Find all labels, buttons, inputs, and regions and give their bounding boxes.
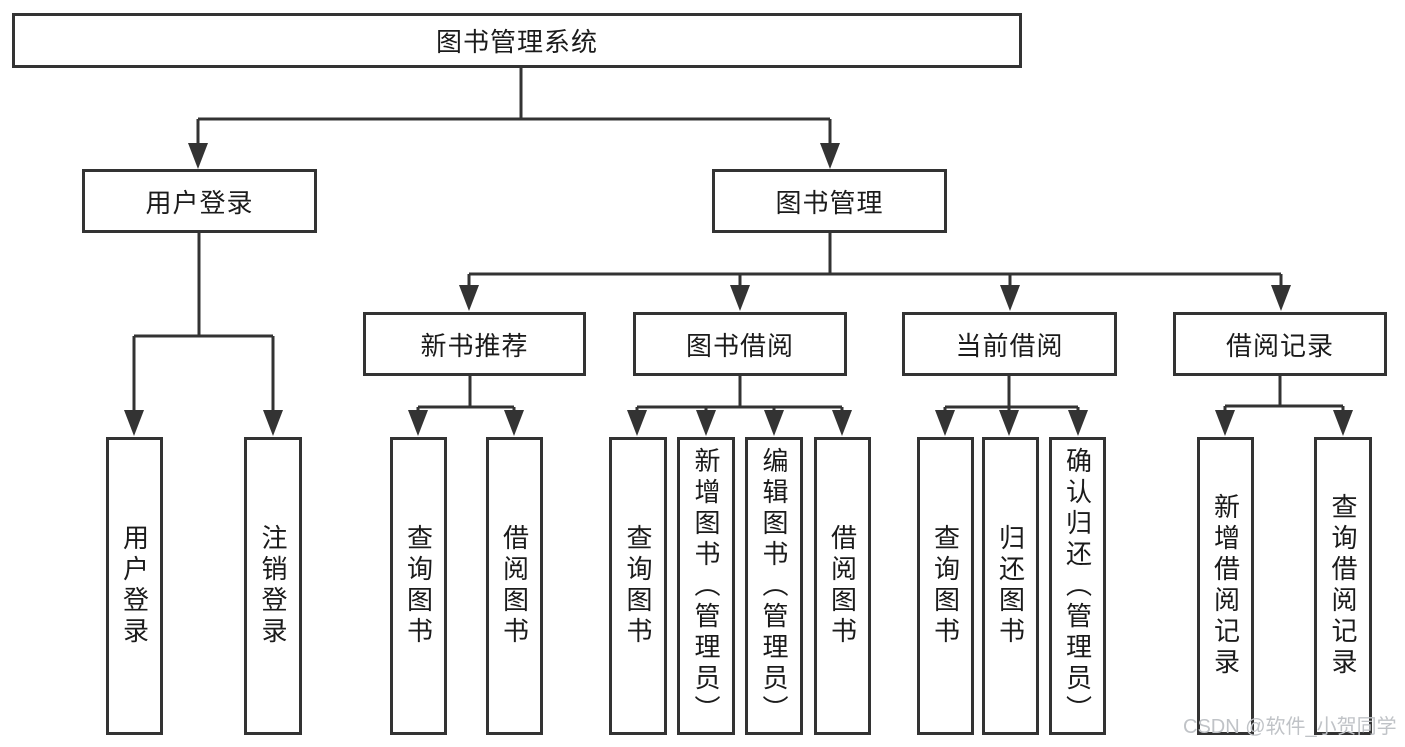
leaf-label: 编辑图书（管理员） [759,446,789,726]
node-label: 借阅记录 [1225,330,1334,361]
leaf-user-login: 用户登录 [106,437,163,735]
leaf-label: 新增借阅记录 [1210,493,1241,679]
node-book-borrowing: 图书借阅 [633,312,847,376]
leaf-borrow-books-borrowing: 借阅图书 [814,437,871,735]
leaf-query-books-recommend: 查询图书 [390,437,447,735]
leaf-logout: 注销登录 [244,437,302,735]
leaf-label: 归还图书 [995,524,1026,648]
node-label: 图书管理 [775,187,884,218]
leaf-label: 查询借阅记录 [1328,493,1358,679]
leaf-add-borrow-record: 新增借阅记录 [1197,437,1254,735]
leaf-edit-books-admin: 编辑图书（管理员） [745,437,803,735]
node-label: 新书推荐 [420,330,529,361]
node-label: 当前借阅 [955,330,1064,361]
leaf-label: 用户登录 [119,524,150,648]
node-label: 用户登录 [145,187,254,218]
node-label: 图书管理系统 [435,27,598,57]
leaf-label: 查询图书 [930,524,961,648]
leaf-label: 确认归还（管理员） [1062,446,1093,726]
node-user-login: 用户登录 [82,169,317,233]
leaf-label: 新增图书（管理员） [691,446,721,726]
leaf-query-books-current: 查询图书 [917,437,974,735]
node-borrow-records: 借阅记录 [1173,312,1387,376]
leaf-return-books: 归还图书 [982,437,1039,735]
leaf-label: 查询图书 [403,524,434,648]
leaf-label: 注销登录 [258,524,288,648]
node-label: 图书借阅 [685,330,794,361]
leaf-query-books-borrowing: 查询图书 [609,437,667,735]
leaf-label: 借阅图书 [499,524,530,648]
leaf-label: 借阅图书 [827,524,858,648]
node-current-borrowing: 当前借阅 [902,312,1117,376]
csdn-watermark: CSDN @软件_小贺同学 [1183,716,1397,738]
leaf-confirm-return-admin: 确认归还（管理员） [1049,437,1106,735]
leaf-label: 查询图书 [623,524,653,648]
node-new-book-recommend: 新书推荐 [363,312,586,376]
leaf-borrow-books-recommend: 借阅图书 [486,437,543,735]
node-library-management-system: 图书管理系统 [12,13,1022,68]
leaf-query-borrow-record: 查询借阅记录 [1314,437,1372,735]
leaf-add-books-admin: 新增图书（管理员） [677,437,735,735]
node-book-management: 图书管理 [712,169,947,233]
